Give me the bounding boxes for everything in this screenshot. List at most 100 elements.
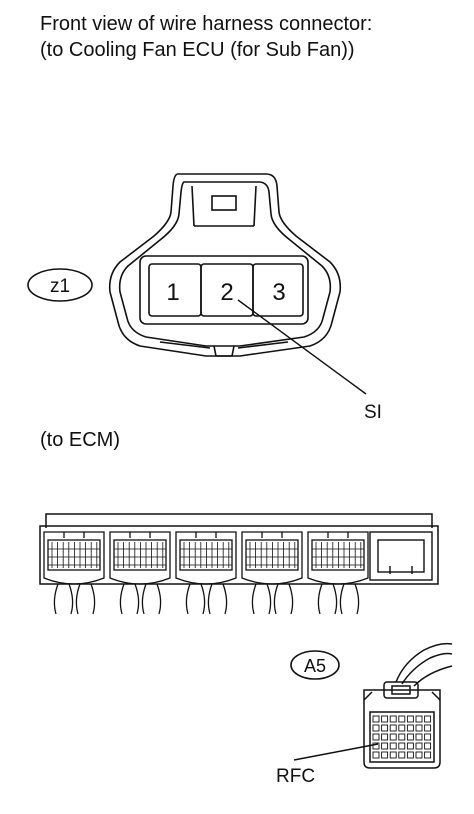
z1-pin-label-3: 3: [272, 279, 285, 306]
a5-pin-cavity: [398, 733, 406, 741]
ecm-wire-stub: [339, 583, 345, 615]
a5-pin-cavity: [415, 742, 423, 750]
ecm-connector-group: [43, 531, 369, 615]
a5-pin-cavity: [389, 733, 397, 741]
rfc-leader-line: [293, 743, 379, 761]
z1-key-notch: [213, 345, 235, 357]
ecm-end-connector-inner: [377, 539, 425, 573]
a5-pin-cavity: [415, 733, 423, 741]
ecm-unit: [39, 513, 439, 585]
z1-outer-housing: [108, 173, 342, 357]
ecm-connector-housing: [175, 531, 237, 585]
ecm-end-connector-body: [369, 531, 433, 581]
ecm-wire-stub: [207, 583, 213, 615]
a5-pin-cavity: [415, 751, 423, 759]
a5-pin-cavity: [406, 742, 414, 750]
ecm-wire-stub: [317, 583, 323, 615]
z1-latch-right: [253, 185, 257, 227]
a5-pin-cavity: [406, 751, 414, 759]
a5-pin-cavity: [406, 715, 414, 723]
si-callout-label: SI: [364, 402, 382, 423]
a5-pin-cavity: [381, 724, 389, 732]
a5-wire-3: [413, 665, 453, 687]
si-leader-line: [237, 299, 367, 395]
a5-pin-field: [369, 711, 435, 763]
a5-housing-top-ears: [363, 691, 441, 701]
a5-tag-oval: [290, 650, 340, 680]
ecm-wire-stub: [354, 583, 360, 615]
z1-latch-left: [191, 185, 195, 227]
ecm-wire-stub: [134, 583, 140, 615]
a5-pin-cavity: [381, 715, 389, 723]
ecm-connector-pin-field: [245, 539, 299, 571]
ecm-connector-block: [241, 531, 303, 615]
a5-pin-cavity: [398, 715, 406, 723]
ecm-connector-pin-field: [113, 539, 167, 571]
a5-pin-grid: [372, 715, 432, 759]
ecm-connector-pin-field: [47, 539, 101, 571]
a5-pin-cavity: [389, 715, 397, 723]
a5-pin-cavity: [398, 742, 406, 750]
ecm-connector-block: [43, 531, 105, 615]
diagram-title-line1: Front view of wire harness connector:: [40, 13, 372, 35]
a5-pin-cavity: [406, 724, 414, 732]
z1-cavity-frame: [139, 255, 309, 325]
z1-pin-label-1: 1: [166, 279, 179, 306]
z1-tag-oval: [27, 268, 93, 302]
connector-z1: [108, 173, 342, 357]
a5-pin-cavity: [389, 751, 397, 759]
a5-tag-label: A5: [304, 656, 326, 676]
ecm-wire-stub: [68, 583, 74, 615]
ecm-wire-stub: [141, 583, 147, 615]
connector-a5: [363, 642, 453, 769]
ecm-wire-stub: [288, 583, 294, 615]
ecm-connector-housing: [241, 531, 303, 585]
a5-pin-cavity: [406, 733, 414, 741]
a5-wire-2: [401, 652, 453, 685]
ecm-connector-housing: [307, 531, 369, 585]
ecm-wire-stub: [185, 583, 191, 615]
a5-pin-cavity: [415, 715, 423, 723]
a5-pin-cavity: [415, 724, 423, 732]
a5-pin-cavity: [389, 742, 397, 750]
a5-pin-cavity: [372, 733, 380, 741]
ecm-connector-housing: [43, 531, 105, 585]
z1-bottom-rib-left: [159, 341, 211, 349]
ecm-end-connector: [369, 531, 433, 581]
ecm-wire-stub: [119, 583, 125, 615]
a5-pin-cavity: [372, 715, 380, 723]
a5-housing: [363, 689, 441, 769]
ecm-body: [39, 525, 439, 585]
ecm-wire-stub: [222, 583, 228, 615]
a5-pin-cavity: [381, 733, 389, 741]
a5-pin-cavity: [372, 742, 380, 750]
ecm-connector-block: [307, 531, 369, 615]
a5-pin-cavity: [424, 733, 432, 741]
a5-pin-cavity: [424, 724, 432, 732]
a5-pin-cavity: [424, 751, 432, 759]
ecm-wire-stub: [75, 583, 81, 615]
ecm-wire-stub: [90, 583, 96, 615]
z1-tag-label: z1: [50, 276, 70, 297]
ecm-wire-stub: [156, 583, 162, 615]
z1-inner-housing: [118, 181, 332, 347]
z1-pin-label-2: 2: [220, 279, 233, 306]
a5-pin-cavity: [381, 751, 389, 759]
a5-pin-cavity: [389, 724, 397, 732]
a5-wire-1: [395, 642, 453, 683]
a5-pin-cavity: [372, 724, 380, 732]
diagram-title-line2: (to Cooling Fan ECU (for Sub Fan)): [40, 39, 355, 61]
a5-pin-cavity: [372, 751, 380, 759]
a5-pin-cavity: [398, 751, 406, 759]
ecm-connector-block: [175, 531, 237, 615]
a5-pin-cavity: [398, 724, 406, 732]
ecm-wire-stub: [200, 583, 206, 615]
rfc-callout-label: RFC: [276, 766, 315, 787]
ecm-wire-stub: [273, 583, 279, 615]
ecm-wire-stub: [251, 583, 257, 615]
z1-pin-cell-3: [252, 263, 304, 317]
ecm-top-edge: [45, 513, 433, 528]
ecm-wire-stub: [53, 583, 59, 615]
z1-latch-slot: [211, 195, 237, 211]
